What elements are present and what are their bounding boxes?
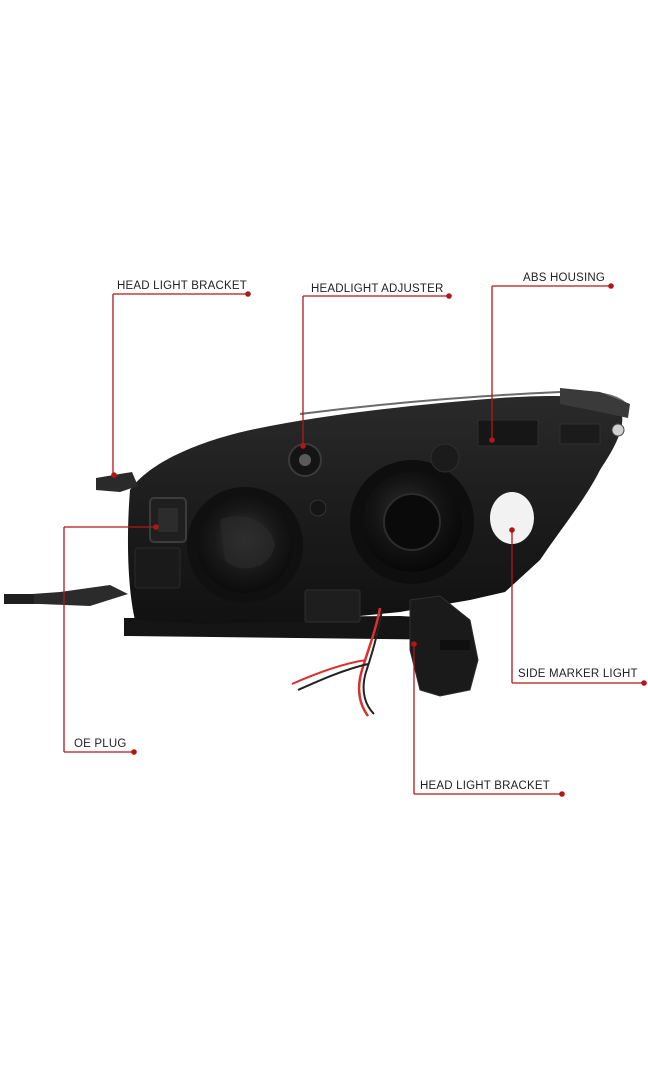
callout-label-abs-housing: ABS HOUSING [523, 272, 606, 284]
callout-label-side-marker-light: SIDE MARKER LIGHT [518, 668, 638, 680]
left-mount-arm [4, 585, 128, 606]
wire-red [357, 607, 382, 717]
callout-label-head-light-bracket-bottom: HEAD LIGHT BRACKET [420, 780, 550, 792]
callout-label-headlight-adjuster: HEADLIGHT ADJUSTER [311, 283, 444, 295]
callout-label-oe-plug: OE PLUG [74, 738, 127, 750]
callout-label-head-light-bracket-top: HEAD LIGHT BRACKET [117, 280, 247, 292]
